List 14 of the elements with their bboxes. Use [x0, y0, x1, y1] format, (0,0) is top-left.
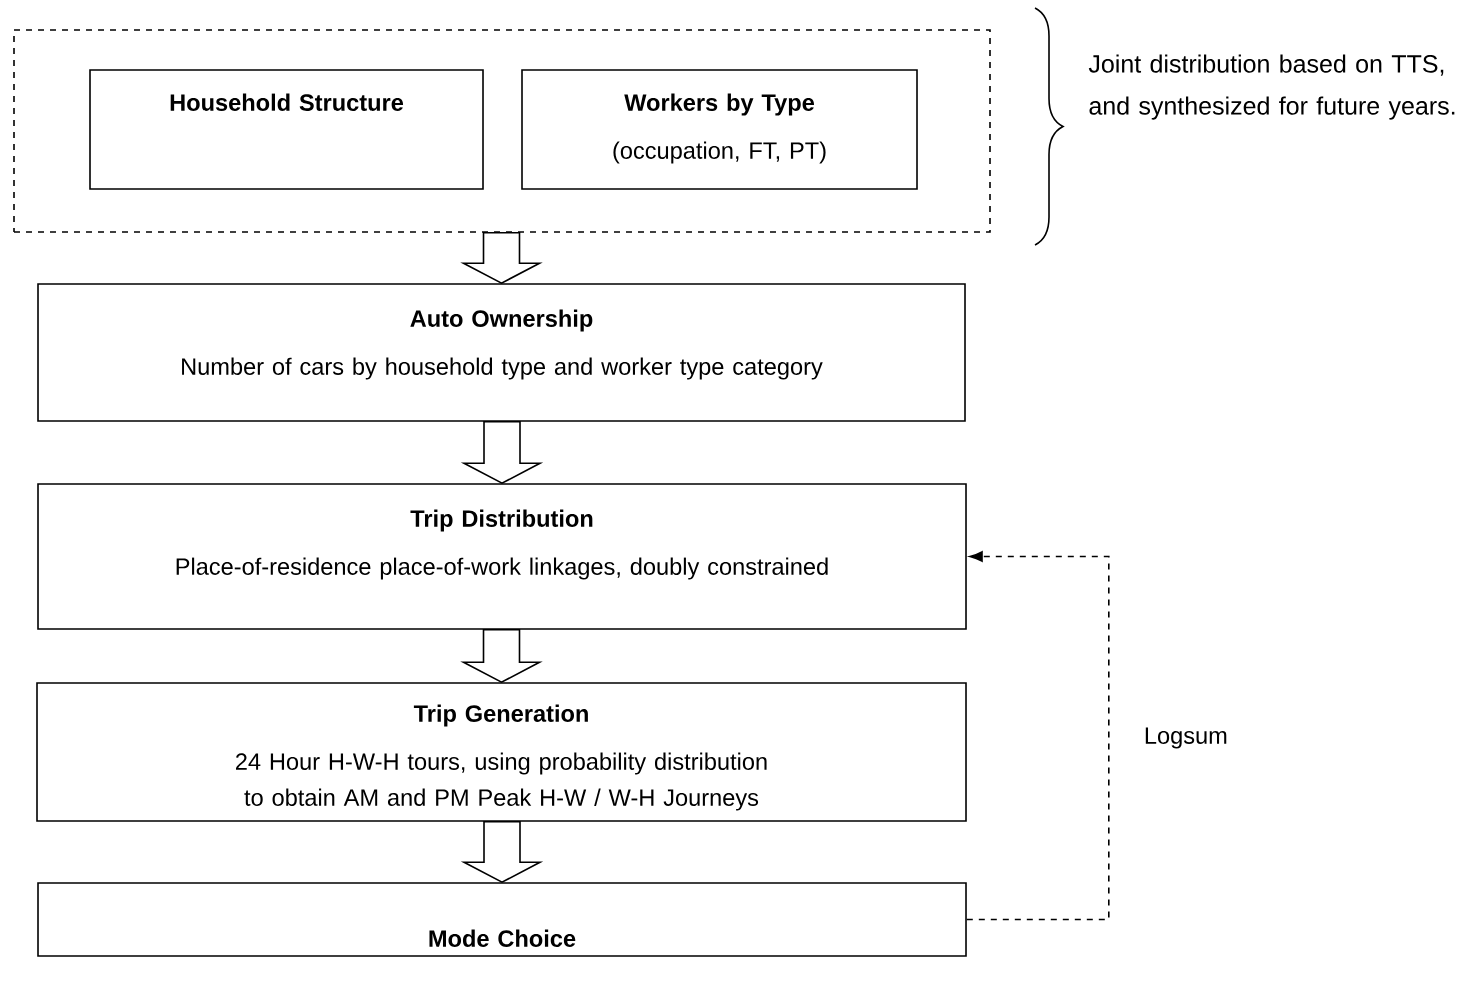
edge-label: Logsum	[1145, 727, 1227, 749]
block-arrow	[460, 629, 543, 684]
process-box: Trip Distribution Place-of-residence place-of-work linkages, doubly constrained	[37, 483, 967, 630]
block-arrow	[460, 821, 544, 884]
group-frame	[13, 29, 991, 233]
block-arrow	[460, 232, 543, 285]
process-box: Auto Ownership Number of cars by household type and worker type category	[37, 283, 966, 422]
process-box: Mode Choice	[37, 882, 967, 957]
note-text: Joint distribution based on TTS, and synthesized for future years.	[1088, 54, 1455, 120]
feedback-arrow	[966, 551, 1110, 921]
process-box: Trip Generation 24 Hour H-W-H tours, using probability distribution to obtain AM and PM Peak H-W / W-H Journeys	[36, 682, 967, 822]
block-arrow	[460, 421, 544, 485]
process-box: Household Structure	[89, 69, 484, 190]
process-box: Workers by Type (occupation, FT, PT)	[521, 69, 918, 190]
